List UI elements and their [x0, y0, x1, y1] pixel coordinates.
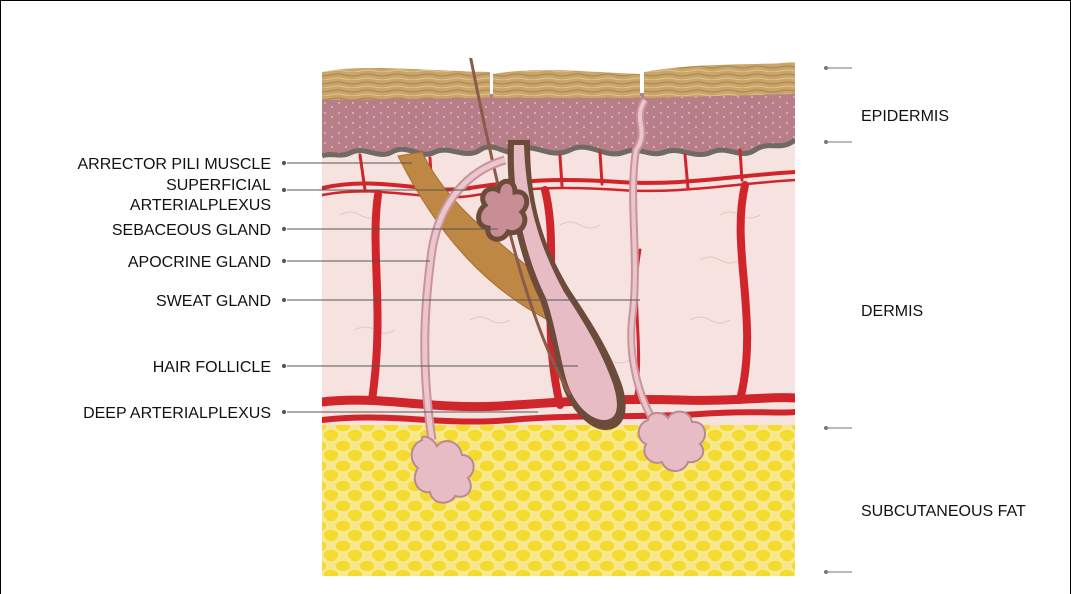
label-sweat-gland: SWEAT GLAND	[156, 293, 271, 310]
right-labels: EPIDERMIS DERMIS SUBCUTANEOUS FAT	[861, 108, 1026, 520]
subcutaneous-fat-layer	[322, 425, 795, 580]
left-labels: ARRECTOR PILI MUSCLE SUPERFICIAL ARTERIA…	[77, 156, 271, 422]
label-arrector-pili-muscle: ARRECTOR PILI MUSCLE	[77, 156, 271, 173]
label-deep-arterial-plexus: DEEP ARTERIALPLEXUS	[83, 405, 271, 422]
epidermis-layer	[322, 92, 795, 156]
label-sebaceous-gland: SEBACEOUS GLAND	[112, 222, 271, 239]
label-apocrine-gland: APOCRINE GLAND	[128, 254, 271, 271]
layer-boundary-markers	[825, 67, 853, 574]
label-dermis: DERMIS	[861, 303, 923, 320]
stratum-corneum-left	[322, 68, 490, 100]
label-hair-follicle: HAIR FOLLICLE	[153, 359, 271, 376]
stratum-corneum-middle	[493, 70, 640, 98]
stratum-corneum-right	[644, 62, 795, 98]
sebaceous-gland	[479, 181, 527, 239]
label-superficial-arterial-plexus-line2: ARTERIALPLEXUS	[130, 197, 271, 214]
label-subcutaneous-fat: SUBCUTANEOUS FAT	[861, 503, 1026, 520]
label-epidermis: EPIDERMIS	[861, 108, 949, 125]
label-superficial-arterial-plexus-line1: SUPERFICIAL	[166, 177, 271, 194]
